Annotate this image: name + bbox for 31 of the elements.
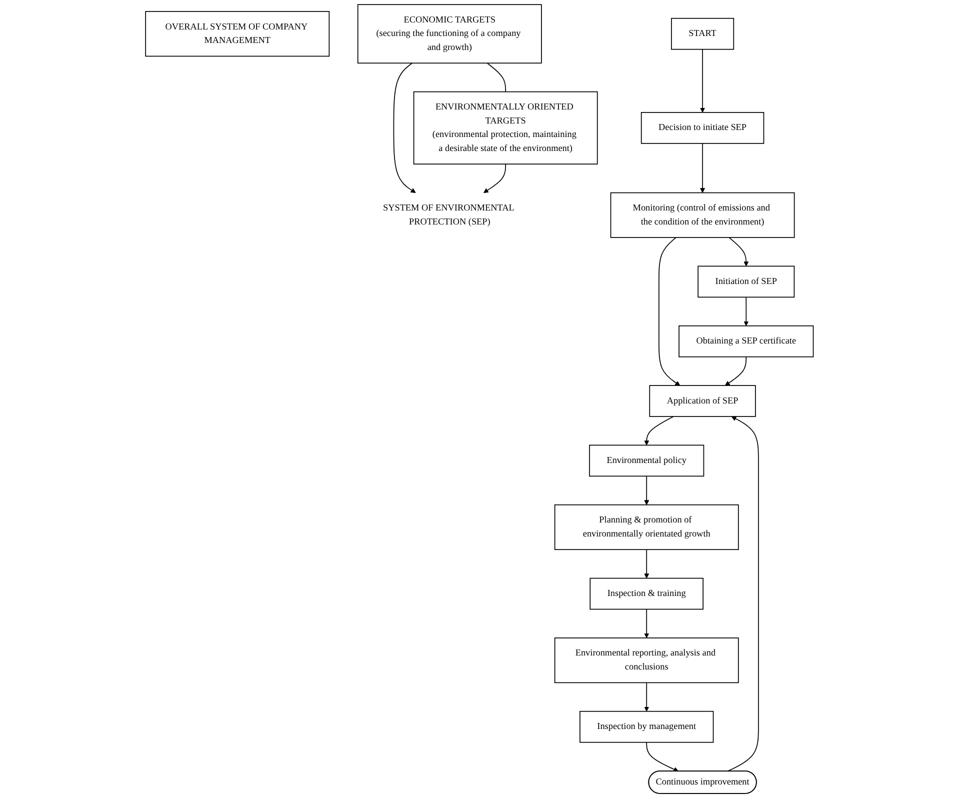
arrow: [393, 62, 416, 193]
node-box: Inspection & training: [590, 578, 704, 610]
arrow: [700, 48, 706, 113]
node-box: Environmental policy: [589, 444, 704, 477]
node-box: Environmental reporting, analysis and conclusions: [554, 638, 739, 684]
arrow: [658, 237, 680, 386]
arrow: [725, 356, 747, 386]
arrow: [646, 742, 679, 772]
node-box: Initiation of SEP: [698, 266, 795, 298]
arrow: [744, 296, 749, 326]
connector: [486, 62, 506, 92]
node-box: Inspection by management: [580, 710, 714, 743]
arrow: [644, 549, 650, 578]
arrow: [726, 416, 759, 772]
node-text: SYSTEM OF ENVIRONMENTAL PROTECTION (SEP): [383, 203, 514, 227]
arrow: [700, 142, 706, 193]
arrow: [644, 476, 650, 506]
node-box: Monitoring (control of emissions and the condition of the environment): [610, 192, 795, 238]
arrow: [644, 416, 674, 446]
node-box: START: [671, 18, 734, 50]
node-box: Decision to initiate SEP: [640, 112, 764, 144]
arrow: [484, 164, 506, 193]
node-box: ECONOMIC TARGETS (securing the functioning of a company and growth): [358, 4, 542, 64]
node-box: Obtaining a SEP certificate: [678, 325, 814, 358]
arrow: [644, 682, 650, 712]
node-box: ENVIRONMENTALLY ORIENTED TARGETS (environmental protection, maintaining a desirable state of the environment): [413, 91, 598, 164]
arrow: [644, 608, 650, 638]
arrow: [728, 237, 749, 266]
node-box: Application of SEP: [649, 385, 756, 417]
node-box: OVERALL SYSTEM OF COMPANY MANAGEMENT: [145, 11, 330, 57]
node-box: Planning & promotion of environmentally orientated growth: [554, 504, 739, 550]
